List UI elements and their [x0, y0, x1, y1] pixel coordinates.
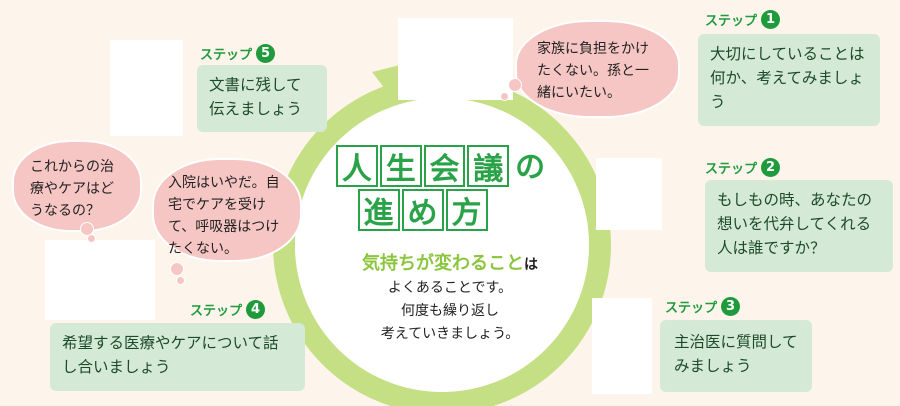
step-1-box: 大切にしていることは何か、考えてみましょう [698, 34, 880, 126]
center-highlight: 気持ちが変わること [362, 253, 524, 274]
blank-image [596, 158, 662, 230]
center-message: 気持ちが変わることは よくあることです。 何度も繰り返し 考えていきましょう。 [330, 252, 570, 346]
step-number: 3 [721, 297, 741, 316]
title-char: 生 [379, 145, 422, 187]
step-label-text: ステップ [665, 301, 718, 316]
center-suffix: は [524, 257, 538, 273]
bubble-dot [87, 234, 96, 243]
step-label-text: ステップ [200, 48, 253, 63]
blank-image [110, 40, 183, 136]
title-char: の [511, 145, 549, 185]
step-number: 4 [246, 300, 266, 319]
title-char: 方 [445, 189, 488, 231]
thought-bubble-wishes: 入院はいやだ。自宅でケアを受けて、呼吸器はつけたくない。 [152, 158, 302, 262]
step-number: 5 [256, 44, 276, 63]
step-2-box: もしもの時、あなたの想いを代弁してくれる人は誰ですか？ [705, 180, 893, 272]
title-char: 議 [467, 145, 510, 187]
center-line: 考えていきましょう。 [380, 326, 520, 342]
step-label-text: ステップ [705, 14, 758, 29]
center-line: よくあることです。 [387, 280, 513, 296]
blank-image [45, 240, 155, 320]
thought-bubble-family: 家族に負担をかけたくない。孫と一緒にいたい。 [515, 20, 680, 118]
step-label-text: ステップ [705, 162, 758, 177]
center-line: 何度も繰り返し [401, 303, 499, 319]
step-4-box: 希望する医療やケアについて話し合いましょう [50, 323, 305, 391]
bubble-dot [176, 276, 185, 285]
blank-image [592, 298, 652, 394]
blank-image [398, 18, 513, 100]
bubble-dot [170, 262, 184, 276]
bubble-dot [500, 92, 509, 101]
thought-bubble-question: これからの治療やケアはどうなるの？ [12, 140, 142, 232]
step-5-box: 文書に残して伝えましょう [197, 65, 327, 132]
step-number: 2 [761, 158, 781, 177]
step-3-box: 主治医に質問してみましょう [660, 320, 812, 392]
title-char: 進 [357, 189, 400, 231]
step-number: 1 [761, 10, 781, 29]
title-char: め [401, 189, 444, 231]
title: 人生会議の 進め方 [335, 144, 550, 232]
step-label-text: ステップ [190, 304, 243, 319]
title-char: 人 [336, 145, 378, 187]
title-char: 会 [423, 145, 466, 187]
bubble-dot [508, 78, 522, 92]
